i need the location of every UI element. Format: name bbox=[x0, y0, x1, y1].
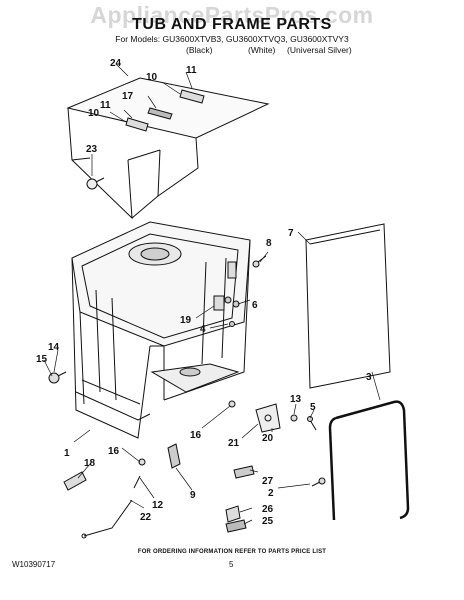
tub-gasket-drawing bbox=[328, 400, 410, 521]
callout-19: 19 bbox=[180, 315, 192, 326]
callout-12: 12 bbox=[152, 500, 164, 511]
callout-8: 8 bbox=[266, 238, 272, 249]
callout-5: 5 bbox=[310, 402, 316, 413]
callout-10-top: 10 bbox=[146, 72, 158, 83]
callout-10-lower: 10 bbox=[88, 108, 100, 119]
ordering-note: FOR ORDERING INFORMATION REFER TO PARTS … bbox=[137, 549, 327, 555]
leader-lines bbox=[43, 63, 381, 525]
callout-11-lower: 11 bbox=[100, 100, 111, 111]
small-parts-drawing bbox=[63, 443, 255, 539]
callout-14: 14 bbox=[48, 342, 60, 353]
callout-25: 25 bbox=[262, 516, 274, 527]
watermark: AppliancePartsPros.com bbox=[90, 2, 374, 28]
callout-21: 21 bbox=[228, 438, 240, 449]
callout-2: 2 bbox=[268, 488, 274, 499]
model-list: For Models: GU3600XTVB3, GU3600XTVQ3, GU… bbox=[115, 34, 349, 44]
callout-16-left: 16 bbox=[108, 446, 120, 457]
top-panel-drawing bbox=[66, 77, 270, 220]
callout-labels: 24 11 10 17 11 10 23 8 7 6 19 4 14 15 3 … bbox=[36, 58, 372, 527]
callout-4: 4 bbox=[200, 324, 206, 335]
page-title: TUB AND FRAME PARTS bbox=[132, 16, 332, 33]
callout-15: 15 bbox=[36, 354, 48, 365]
callout-13: 13 bbox=[290, 394, 302, 405]
color-label-black: (Black) bbox=[186, 45, 213, 55]
callout-16-right: 16 bbox=[190, 430, 202, 441]
callout-11-top: 11 bbox=[186, 65, 197, 76]
callout-1: 1 bbox=[64, 448, 70, 459]
callout-20: 20 bbox=[262, 433, 274, 444]
tub-assembly-drawing bbox=[71, 221, 251, 439]
door-gasket-drawing bbox=[305, 223, 391, 389]
callout-17: 17 bbox=[122, 91, 134, 102]
top-bracket-drawing bbox=[125, 89, 205, 132]
callout-6: 6 bbox=[252, 300, 258, 311]
bracket-21-drawing bbox=[255, 403, 281, 433]
callout-26: 26 bbox=[262, 504, 274, 515]
color-label-silver: (Universal Silver) bbox=[287, 45, 352, 55]
callout-18: 18 bbox=[84, 458, 96, 469]
fasteners-drawing bbox=[48, 255, 326, 489]
page-number: 5 bbox=[229, 560, 234, 569]
callout-27: 27 bbox=[262, 476, 274, 487]
callout-23: 23 bbox=[86, 144, 98, 155]
callout-9: 9 bbox=[190, 490, 196, 501]
color-label-white: (White) bbox=[248, 45, 276, 55]
callout-24: 24 bbox=[110, 58, 122, 69]
callout-22: 22 bbox=[140, 512, 152, 523]
document-number: W10390717 bbox=[12, 560, 56, 569]
screw-23-drawing bbox=[86, 177, 105, 190]
callout-7: 7 bbox=[288, 228, 294, 239]
callout-3: 3 bbox=[366, 372, 372, 383]
